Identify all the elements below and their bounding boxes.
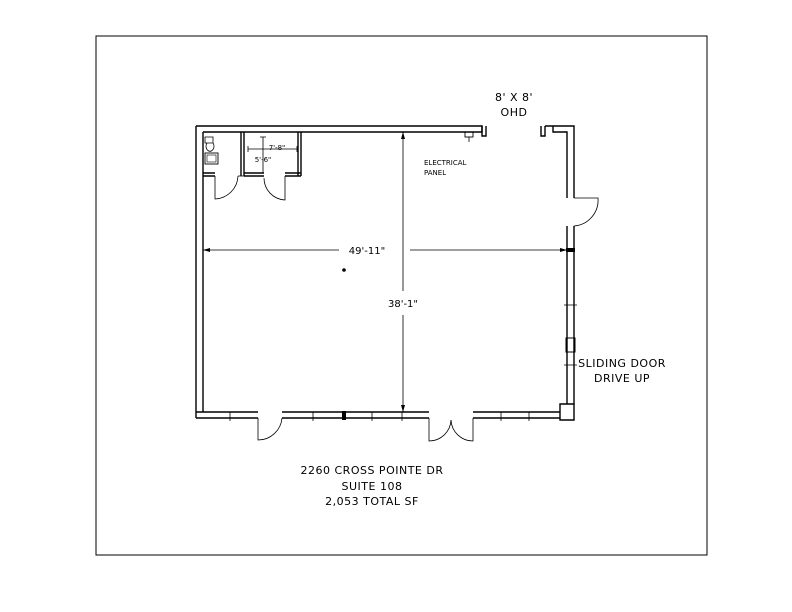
dimension-width [203,248,567,252]
electrical-panel [464,131,474,142]
closet-depth-text: 5'-6" [255,156,272,164]
suite-line: SUITE 108 [342,480,403,493]
total-sf-line: 2,053 TOTAL SF [325,495,419,508]
closet-width-text: 7'-8" [269,144,286,152]
ohd-size-label: 8' X 8' [495,91,533,104]
restroom [203,132,245,200]
drive-up-label: DRIVE UP [594,372,650,385]
exterior-walls [195,125,577,421]
panel-label: PANEL [424,169,446,177]
electrical-label: ELECTRICAL [424,159,467,167]
front-double-door [428,418,474,442]
reference-dot [342,268,346,272]
side-door [573,197,599,227]
depth-dimension-text: 38'-1" [388,299,418,310]
front-door-left [257,417,283,441]
sliding-door-label: SLIDING DOOR [578,357,666,370]
dimension-depth [401,132,405,412]
ohd-label: OHD [501,106,528,119]
sheet-border [95,35,708,556]
address-line: 2260 CROSS POINTE DR [301,464,444,477]
width-dimension-text: 49'-11" [349,246,385,257]
storage-closet [244,132,302,201]
